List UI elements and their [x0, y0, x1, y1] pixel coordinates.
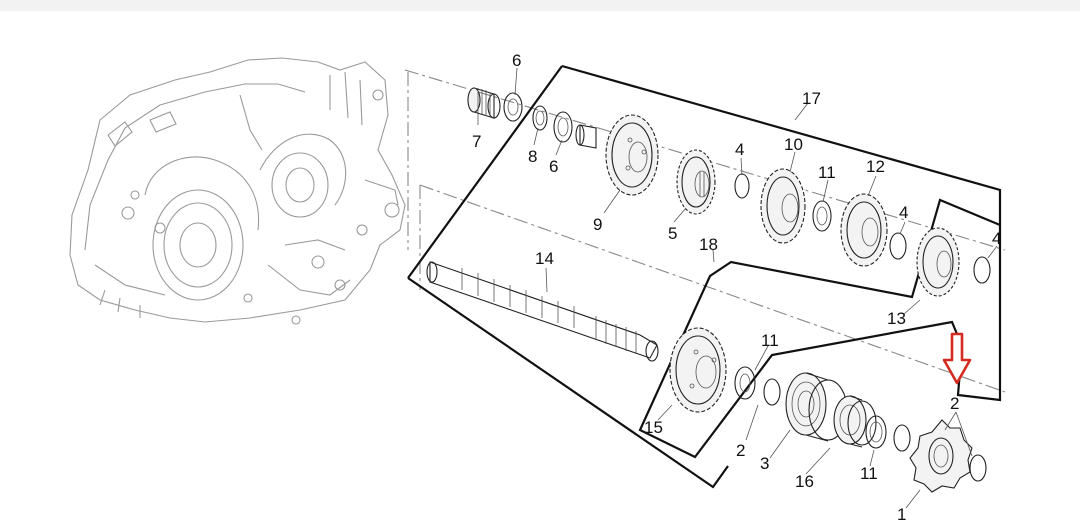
label-part-6: 6: [512, 51, 521, 70]
label-part-15: 15: [644, 418, 663, 437]
label-part-7: 7: [472, 132, 481, 151]
leader-lines: [477, 67, 998, 509]
washers: [503, 92, 991, 482]
shaft-14: [426, 261, 659, 362]
label-part-6-b: 6: [549, 157, 558, 176]
label-part-2: 2: [736, 441, 745, 460]
needle-bearing-7: [467, 87, 501, 119]
label-part-8: 8: [528, 147, 537, 166]
label-part-4-c: 4: [992, 229, 1001, 248]
label-part-12: 12: [866, 157, 885, 176]
label-part-4: 4: [735, 140, 744, 159]
gear-9: [605, 114, 659, 196]
gear-10: [760, 168, 806, 244]
label-part-5: 5: [668, 224, 677, 243]
bearing-3: [785, 372, 848, 442]
label-part-11: 11: [818, 163, 836, 182]
label-part-3: 3: [760, 454, 769, 473]
label-part-16: 16: [795, 472, 814, 491]
down-arrow-icon: [942, 332, 972, 385]
label-part-13: 13: [887, 309, 906, 328]
part-labels: 6 7 8 6 9 5 4 10 11 12 4 4 17 18 14 13 1…: [472, 51, 1001, 524]
label-part-14: 14: [535, 249, 554, 268]
label-part-18: 18: [699, 235, 718, 254]
label-part-10: 10: [784, 135, 803, 154]
label-part-4-b: 4: [899, 203, 908, 222]
gear-5: [676, 149, 716, 215]
label-part-2-b: 2: [950, 394, 959, 413]
top-strip: [0, 0, 1080, 11]
label-part-1: 1: [897, 505, 906, 524]
sprocket-1: [909, 419, 973, 493]
group-frame-17: [407, 64, 1002, 489]
crankcase-drawing: [69, 57, 406, 325]
gear-12: [840, 193, 888, 267]
label-part-11-c: 11: [860, 464, 878, 483]
label-part-11-b: 11: [761, 331, 779, 350]
label-part-17: 17: [802, 89, 821, 108]
bearing-16: [833, 395, 877, 448]
gear-15: [669, 327, 727, 413]
label-part-9: 9: [593, 215, 602, 234]
gear-13: [916, 227, 960, 297]
